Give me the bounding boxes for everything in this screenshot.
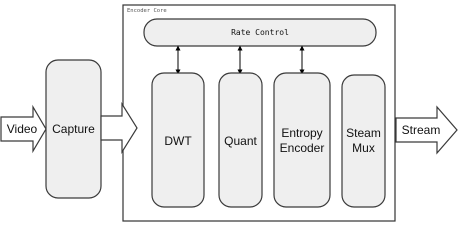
stream-output-arrow <box>395 105 458 155</box>
entropy-label-line1: Entropy <box>281 126 322 140</box>
entropy-label-line2: Encoder <box>280 141 325 155</box>
entropy-encoder-block <box>273 72 331 208</box>
mux-label-line1: Steam <box>346 126 381 140</box>
video-label: Video <box>7 122 38 136</box>
mux-label-line2: Mux <box>352 141 375 155</box>
stream-label: Stream <box>402 123 441 137</box>
dwt-label: DWT <box>164 134 192 148</box>
rate-control-block <box>143 18 377 47</box>
quant-block <box>218 72 263 208</box>
stream-mux-block <box>341 74 386 208</box>
capture-label: Capture <box>52 122 95 136</box>
rate-control-label: Rate Control <box>231 28 289 37</box>
capture-to-core-arrow <box>100 101 138 155</box>
video-input-arrow <box>0 104 47 154</box>
encoder-core-label: Encoder Core <box>127 8 167 14</box>
quant-label: Quant <box>224 134 257 148</box>
dwt-block <box>151 72 205 208</box>
encoder-block-diagram: Encoder Core Video Capture Rate Control … <box>0 4 458 222</box>
